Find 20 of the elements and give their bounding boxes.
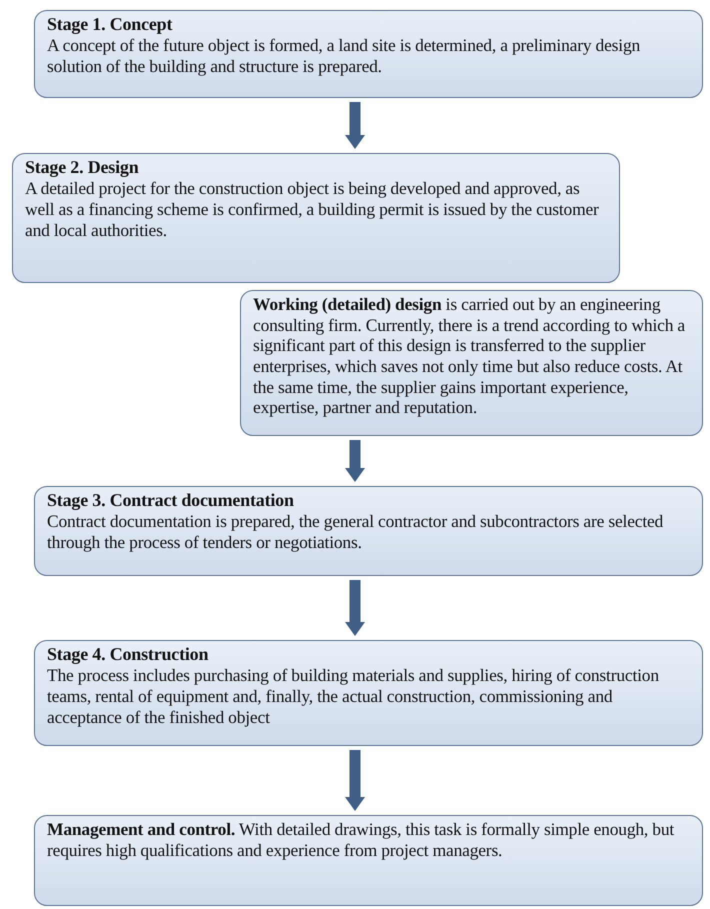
arrow <box>345 102 365 149</box>
step-heading: Stage 4. Construction <box>47 644 210 666</box>
process-box <box>34 815 703 906</box>
process-box <box>12 153 620 283</box>
arrow <box>345 440 365 482</box>
step-description: The process includes purchasing of building materials and supplies, hiring of construction teams, rental of equipment and, finally, the actual construction, commissioning and acceptance of the finished object <box>47 665 660 728</box>
process-box <box>34 640 703 746</box>
process-box <box>240 290 703 436</box>
step-heading: Stage 3. Contract documentation <box>47 490 295 512</box>
process-box <box>34 10 703 98</box>
step-heading: Stage 2. Design <box>25 157 140 178</box>
arrow <box>345 580 365 636</box>
step-description: Management and control. With detailed drawings, this task is formally simple enough, but requires high qualifications and experience from project managers. <box>47 819 676 860</box>
process-box <box>34 486 703 576</box>
step-description: A concept of the future object is formed, a land site is determined, a preliminary design solution of the building and structure is prepared. <box>47 35 642 77</box>
step-description: Working (detailed) design is carried out by an engineering consulting firm. Currently, there is a trend according to which a significant part of this design is transferred to the supplier enterprises, which saves not only time but also reduce costs. At the same time, the supplier gains important experience, expertise, partner and reputation. <box>253 294 686 418</box>
step-description: A detailed project for the construction object is being developed and approved, as well as a financing scheme is confirmed, a building permit is issued by the customer and local authorities. <box>25 178 600 240</box>
step-description: Contract documentation is prepared, the general contractor and subcontractors are selected through the process of tenders or negotiations. <box>47 511 664 553</box>
step-heading: Stage 1. Concept <box>47 14 174 36</box>
arrow <box>345 750 365 811</box>
